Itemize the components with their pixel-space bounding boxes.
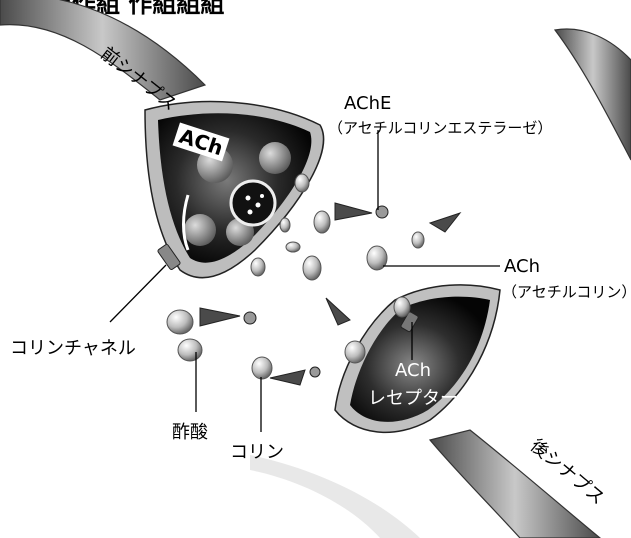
label-acetic-acid: 酢酸	[172, 418, 208, 444]
axon-stub-top-right	[555, 29, 631, 160]
vesicle	[184, 214, 216, 246]
label-receptor-line2: レセプター	[360, 384, 466, 410]
label-receptor-line1: ACh	[378, 360, 448, 381]
label-ache-full: （アセチルコリンエステラーゼ）	[328, 117, 552, 138]
label-choline-channel: コリンチャネル	[10, 334, 136, 360]
vesicle	[259, 142, 291, 174]
label-choline: コリン	[230, 438, 284, 464]
label-ach: ACh	[504, 256, 540, 277]
label-ach-full: （アセチルコリン）	[502, 281, 631, 302]
label-ache: AChE	[344, 93, 391, 114]
releasing-vesicle	[231, 181, 275, 225]
